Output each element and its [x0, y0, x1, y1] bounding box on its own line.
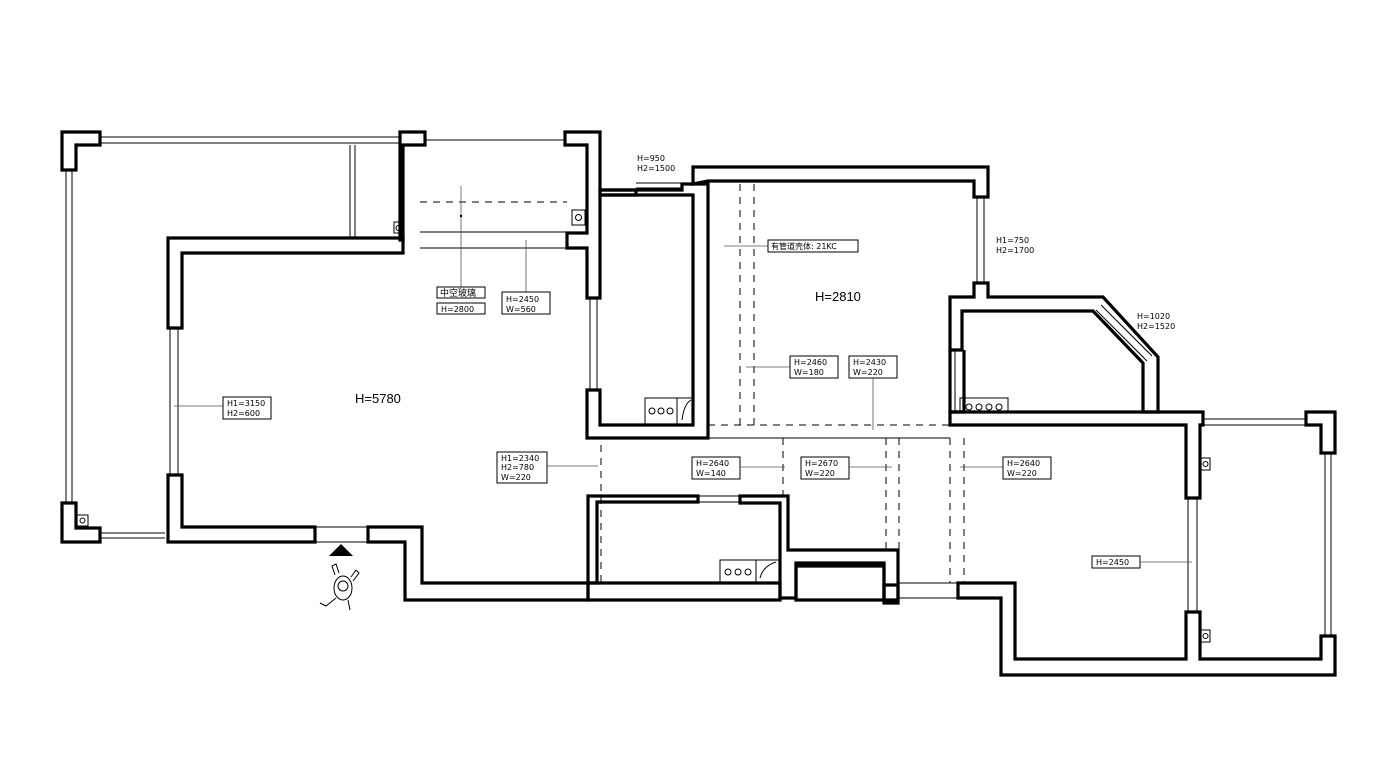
bed-window-h2: H2=1700 [996, 246, 1034, 255]
hollow-glass-label: 中空玻璃 [440, 287, 476, 299]
right-room-height: H=2450 [1096, 558, 1129, 567]
beam-top-h: H=2450 [506, 295, 539, 304]
entry-beam-h1: H1=2340 [501, 454, 539, 463]
entry-beam-w: W=220 [501, 473, 531, 482]
kitchen-upper [585, 182, 710, 440]
left-balcony [60, 130, 400, 544]
hall-beam-b-w: W=220 [853, 368, 883, 377]
top-window-h: H=950 [637, 154, 665, 163]
beam-lines [600, 184, 965, 583]
beam-top-w: W=560 [506, 305, 536, 314]
kitchen-lower [586, 494, 958, 605]
corr-beam-2-w: W=220 [805, 469, 835, 478]
bay-window-h: H=1020 [1137, 312, 1170, 321]
vent-pipe-label: 有管道壳体: 21KC [771, 241, 837, 251]
entry-beam-h2: H2=780 [501, 463, 534, 472]
top-window-h2: H2=1500 [637, 164, 675, 173]
right-balcony [956, 410, 1337, 677]
bed-window-h1: H1=750 [996, 236, 1029, 245]
corr-beam-1-h: H=2640 [696, 459, 729, 468]
bedroom-walls [691, 165, 1205, 500]
entry-arrow-icon [329, 544, 353, 556]
hall-beam-b-h: H=2430 [853, 358, 886, 367]
bedroom-height: H=2810 [815, 289, 861, 304]
hall-beam-a-w: W=180 [794, 368, 824, 377]
bay-window-h2: H2=1520 [1137, 322, 1175, 331]
living-window-h1: H1=3150 [227, 399, 265, 408]
corr-beam-3-h: H=2640 [1007, 459, 1040, 468]
corr-beam-1-w: W=140 [696, 469, 726, 478]
stove-burner-icon [648, 407, 656, 415]
hollow-glass-height: H=2800 [441, 305, 474, 314]
corr-beam-2-h: H=2670 [805, 459, 838, 468]
living-window-h2: H2=600 [227, 409, 260, 418]
living-room-height: H=5780 [355, 391, 401, 406]
walking-person-icon [319, 563, 360, 611]
hall-beam-a-h: H=2460 [794, 358, 827, 367]
corr-beam-3-w: W=220 [1007, 469, 1037, 478]
floor-drain-icon [79, 517, 86, 524]
